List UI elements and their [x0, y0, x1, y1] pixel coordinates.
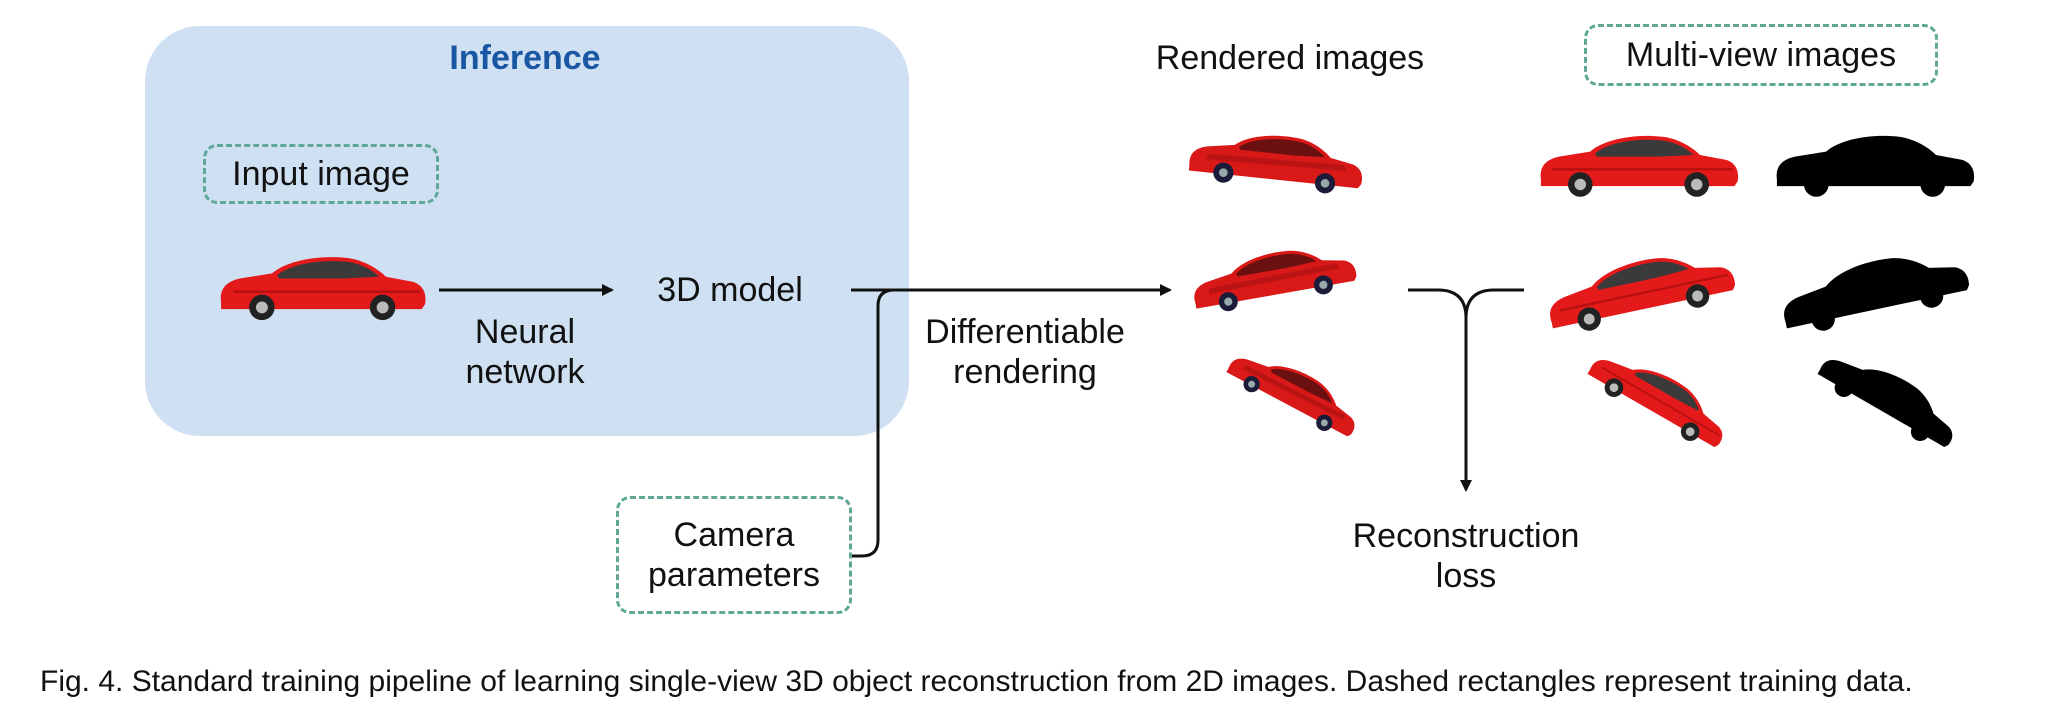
figure-caption: Fig. 4. Standard training pipeline of le… [40, 665, 1913, 698]
neural-network-label-line1: Neural [474, 313, 576, 351]
reconstruction-loss-label-line2: loss [1435, 557, 1497, 595]
differentiable-rendering-label-line1: Differentiable [925, 313, 1125, 351]
differentiable-rendering-label-line2: rendering [953, 353, 1097, 391]
multi-view-images-dashed-box [1584, 24, 1938, 86]
multi-view-images-label: Multi-view images [1625, 36, 1897, 74]
multiview-image-3 [1583, 340, 1736, 456]
rendered-image-3 [1223, 340, 1367, 444]
rendered-images-label: Rendered images [1155, 39, 1425, 77]
silhouette-image-3 [1813, 340, 1966, 456]
reconstruction-loss-label-line1: Reconstruction [1352, 517, 1580, 555]
3d-model-label: 3D model [657, 271, 803, 309]
multiview-merge-line [1464, 288, 1524, 319]
arrow-reconstruction-loss [1408, 288, 1472, 492]
inference-title: Inference [449, 39, 601, 77]
camera-feed-line [852, 288, 895, 558]
silhouette-image-2 [1776, 242, 1973, 339]
inference-region [145, 26, 909, 436]
multiview-image-1 [1540, 135, 1739, 197]
input-image-label: Input image [232, 155, 410, 193]
camera-parameters-label-line1: Camera [673, 516, 795, 554]
silhouette-image-1 [1776, 135, 1975, 197]
rendered-image-1 [1187, 126, 1366, 198]
rendered-image-2 [1188, 239, 1359, 317]
multiview-image-2 [1542, 242, 1739, 339]
camera-parameters-dashed-box [616, 496, 852, 614]
input-image-dashed-box [203, 144, 439, 204]
camera-parameters-label-line2: parameters [648, 556, 820, 594]
neural-network-label-line2: network [465, 353, 585, 391]
